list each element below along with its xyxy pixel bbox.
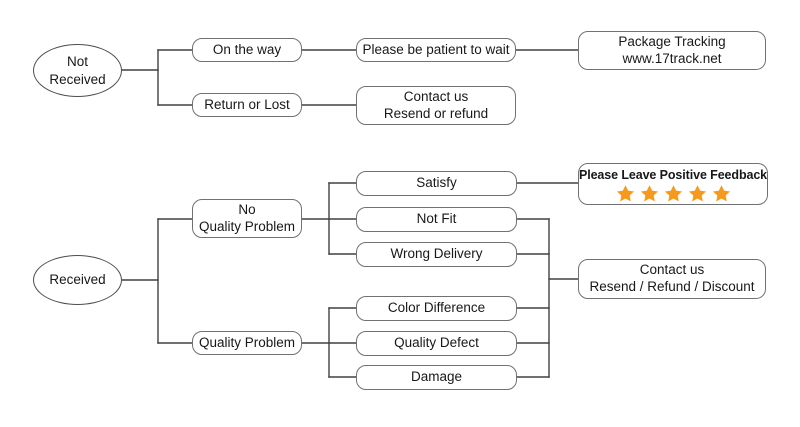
star-icon [688, 184, 706, 201]
node-not-received-line2: Received [49, 71, 106, 87]
node-damage-label: Damage [410, 369, 463, 385]
node-positive-feedback[interactable]: Please Leave Positive Feedback [578, 163, 768, 205]
node-contact-resend-refund-text: Contact us Resend or refund [361, 89, 511, 123]
node-no-quality-problem[interactable]: No Quality Problem [192, 199, 302, 238]
node-no-quality-problem-text: No Quality Problem [197, 202, 297, 236]
node-no-quality-problem-line2: Quality Problem [198, 218, 296, 234]
node-received-label: Received [49, 272, 106, 288]
node-damage[interactable]: Damage [356, 365, 517, 390]
node-contact-resend-refund-line2: Resend or refund [383, 105, 489, 121]
node-color-difference[interactable]: Color Difference [356, 296, 517, 321]
star-icon [664, 184, 682, 201]
star-icon [712, 184, 730, 201]
node-not-fit[interactable]: Not Fit [356, 207, 517, 232]
node-contact-resend-refund-line1: Contact us [403, 88, 469, 104]
node-contact-us-resolution[interactable]: Contact us Resend / Refund / Discount [578, 259, 766, 299]
node-no-quality-problem-line1: No [238, 201, 256, 217]
node-quality-defect[interactable]: Quality Defect [356, 331, 517, 356]
node-contact-resend-refund[interactable]: Contact us Resend or refund [356, 86, 516, 125]
node-please-be-patient-label: Please be patient to wait [362, 41, 510, 57]
node-quality-problem[interactable]: Quality Problem [192, 331, 302, 355]
node-quality-defect-label: Quality Defect [394, 335, 479, 351]
feedback-title: Please Leave Positive Feedback [578, 167, 768, 182]
node-return-or-lost[interactable]: Return or Lost [192, 93, 302, 117]
node-not-received[interactable]: Not Received [33, 44, 122, 97]
node-quality-problem-label: Quality Problem [198, 334, 296, 350]
node-please-be-patient[interactable]: Please be patient to wait [356, 38, 516, 62]
node-wrong-delivery-label: Wrong Delivery [390, 246, 483, 262]
star-rating[interactable] [616, 184, 731, 203]
node-satisfy-label: Satisfy [416, 175, 457, 191]
node-return-or-lost-label: Return or Lost [204, 96, 290, 112]
node-contact-us-resolution-text: Contact us Resend / Refund / Discount [583, 262, 761, 296]
node-package-tracking-text: Package Tracking www.17track.net [583, 34, 761, 68]
node-contact-us-resolution-line2: Resend / Refund / Discount [589, 279, 755, 294]
node-package-tracking-line1: Package Tracking [618, 33, 726, 49]
node-package-tracking[interactable]: Package Tracking www.17track.net [578, 31, 766, 70]
node-not-received-text: Not Received [34, 53, 121, 88]
node-package-tracking-line2: www.17track.net [622, 50, 722, 66]
node-not-received-line1: Not [66, 53, 88, 69]
node-wrong-delivery[interactable]: Wrong Delivery [356, 242, 517, 267]
node-satisfy[interactable]: Satisfy [356, 171, 517, 196]
star-icon [640, 184, 658, 201]
node-contact-us-resolution-line1: Contact us [639, 262, 705, 278]
node-color-difference-label: Color Difference [387, 300, 486, 316]
node-received[interactable]: Received [33, 255, 122, 305]
node-on-the-way-label: On the way [212, 41, 282, 57]
star-icon [616, 184, 634, 201]
node-not-fit-label: Not Fit [416, 211, 457, 227]
node-on-the-way[interactable]: On the way [192, 38, 302, 62]
